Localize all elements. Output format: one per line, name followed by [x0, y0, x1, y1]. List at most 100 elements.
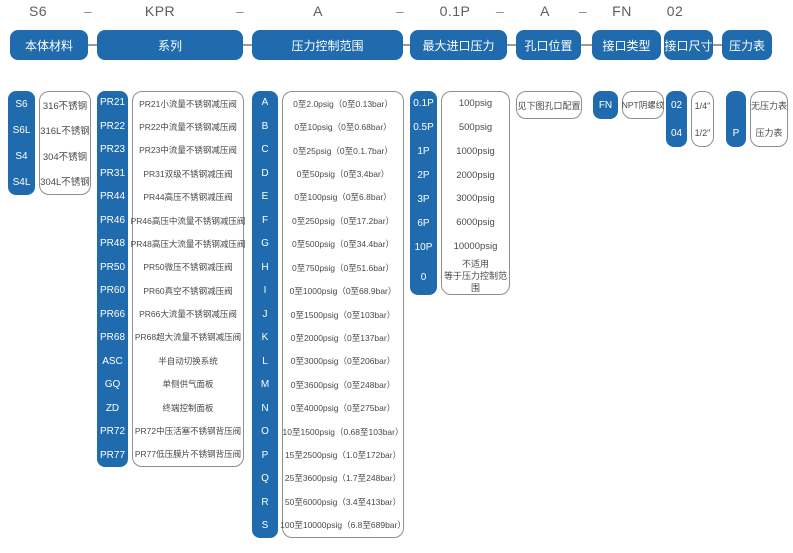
code-cell: J	[262, 308, 268, 320]
code-cell: PR50	[99, 261, 125, 273]
code-cell: 10P	[414, 241, 433, 253]
model-code-segment: A	[313, 3, 323, 19]
code-cell: S6	[15, 98, 28, 110]
code-cell: K	[261, 332, 269, 344]
header-connector	[403, 44, 410, 46]
value-cell: 3000psig	[456, 193, 495, 205]
code-cell: PR23	[99, 144, 125, 156]
connection-type-values: NPT阴螺纹	[622, 91, 664, 119]
code-cell: 04	[670, 127, 683, 139]
connection-type-codes: FN	[593, 91, 618, 119]
code-cell: S	[261, 520, 269, 532]
code-cell: P	[261, 449, 269, 461]
value-cell: 500psig	[458, 122, 493, 134]
value-cell: 0至1500psig（0至103bar）	[290, 309, 396, 320]
code-cell: D	[261, 167, 269, 179]
value-cell: 100至10000psig（6.8至689bar）	[280, 520, 406, 531]
code-cell: PR21	[99, 97, 125, 109]
code-cell: O	[261, 426, 269, 438]
column-orifice-position: 见下图孔口配置	[516, 91, 582, 119]
value-cell: 316L不锈钢	[40, 126, 90, 138]
header-series: 系列	[97, 30, 243, 60]
value-cell: 见下图孔口配置	[517, 100, 581, 111]
header-connector	[243, 44, 252, 46]
header-body-material: 本体材料	[10, 30, 88, 60]
value-cell: 0至2.0psig（0至0.13bar）	[293, 98, 393, 109]
code-cell: M	[260, 379, 270, 391]
value-cell: PR23中流量不锈钢减压阀	[139, 145, 237, 156]
value-cell: 1/4"	[694, 100, 711, 111]
header-connector	[88, 44, 97, 46]
model-code-segment: 02	[666, 3, 684, 19]
code-cell: F	[261, 214, 269, 226]
code-cell: 0	[420, 271, 427, 283]
code-cell: S4	[15, 150, 28, 162]
code-cell: 0.1P	[413, 97, 434, 109]
code-cell: PR31	[99, 167, 125, 179]
value-cell: 0至750psig（0至51.6bar）	[291, 262, 395, 273]
value-cell: 0至500psig（0至34.4bar）	[291, 239, 395, 250]
pressure-gauge-values: 无压力表压力表	[750, 91, 788, 147]
pressure-range-values: 0至2.0psig（0至0.13bar） 0至10psig（0至0.68bar） 0…	[280, 91, 406, 538]
value-cell: 0至3600psig（0至248bar）	[290, 379, 396, 390]
code-cell: PR44	[99, 191, 125, 203]
header-connector	[507, 44, 516, 46]
header-connector	[581, 44, 592, 46]
value-cell: 0至10psig（0至0.68bar）	[294, 122, 392, 133]
code-cell: A	[261, 97, 269, 109]
value-cell: PR60真空不锈钢减压阀	[143, 285, 233, 296]
code-cell: Q	[261, 473, 269, 485]
value-cell: PR46高压中流量不锈钢减压阀	[130, 215, 246, 226]
code-cell: PR22	[99, 120, 125, 132]
code-cell: 1P	[417, 145, 430, 157]
code-cell: E	[261, 191, 269, 203]
header-connection-type: 接口类型	[592, 30, 661, 60]
value-cell: 压力表	[755, 128, 783, 138]
code-cell: PR68	[99, 332, 125, 344]
code-cell: ASC	[102, 355, 123, 367]
value-cell: 304L不锈钢	[40, 177, 90, 189]
code-cell: N	[261, 402, 269, 414]
value-cell: 无压力表	[751, 101, 788, 111]
code-cell: C	[261, 144, 269, 156]
value-cell: 单侧供气面板	[162, 379, 214, 390]
model-code-segment: KPR	[144, 3, 176, 19]
value-cell: PR77低压膜片不锈钢背压阀	[134, 449, 242, 460]
value-cell: 0至250psig（0至17.2bar）	[291, 215, 395, 226]
value-cell: 终端控制面板	[162, 402, 214, 413]
pressure-gauge-codes: P	[726, 91, 746, 147]
value-cell: 0至4000psig（0至275bar）	[290, 403, 396, 414]
header-max-inlet-pressure: 最大进口压力	[410, 30, 507, 60]
value-cell: PR44高压不锈钢减压阀	[143, 192, 233, 203]
code-cell: B	[261, 120, 269, 132]
model-code-separator: –	[578, 3, 588, 19]
code-cell: 02	[670, 99, 683, 111]
value-cell: 10000psig	[453, 240, 498, 252]
value-cell: 316不锈钢	[42, 100, 88, 112]
value-cell: PR48高压大流量不锈钢减压阀	[130, 238, 246, 249]
header-pressure-control-range: 压力控制范围	[252, 30, 403, 60]
code-cell	[726, 91, 746, 119]
value-cell: 6000psig	[456, 216, 495, 228]
model-code-segment: 0.1P	[439, 3, 471, 19]
code-cell: L	[262, 355, 268, 367]
code-cell: 3P	[417, 193, 430, 205]
code-cell: H	[261, 261, 269, 273]
header-orifice-position: 孔口位置	[516, 30, 581, 60]
model-code-separator: –	[83, 3, 93, 19]
value-cell: 50至6000psig（3.4至413bar）	[284, 496, 402, 507]
code-cell: R	[261, 496, 269, 508]
column-connection-type: FN NPT阴螺纹	[593, 91, 664, 119]
value-cell: NPT阴螺纹	[621, 100, 665, 110]
connection-size-codes: 02 04	[666, 91, 687, 147]
